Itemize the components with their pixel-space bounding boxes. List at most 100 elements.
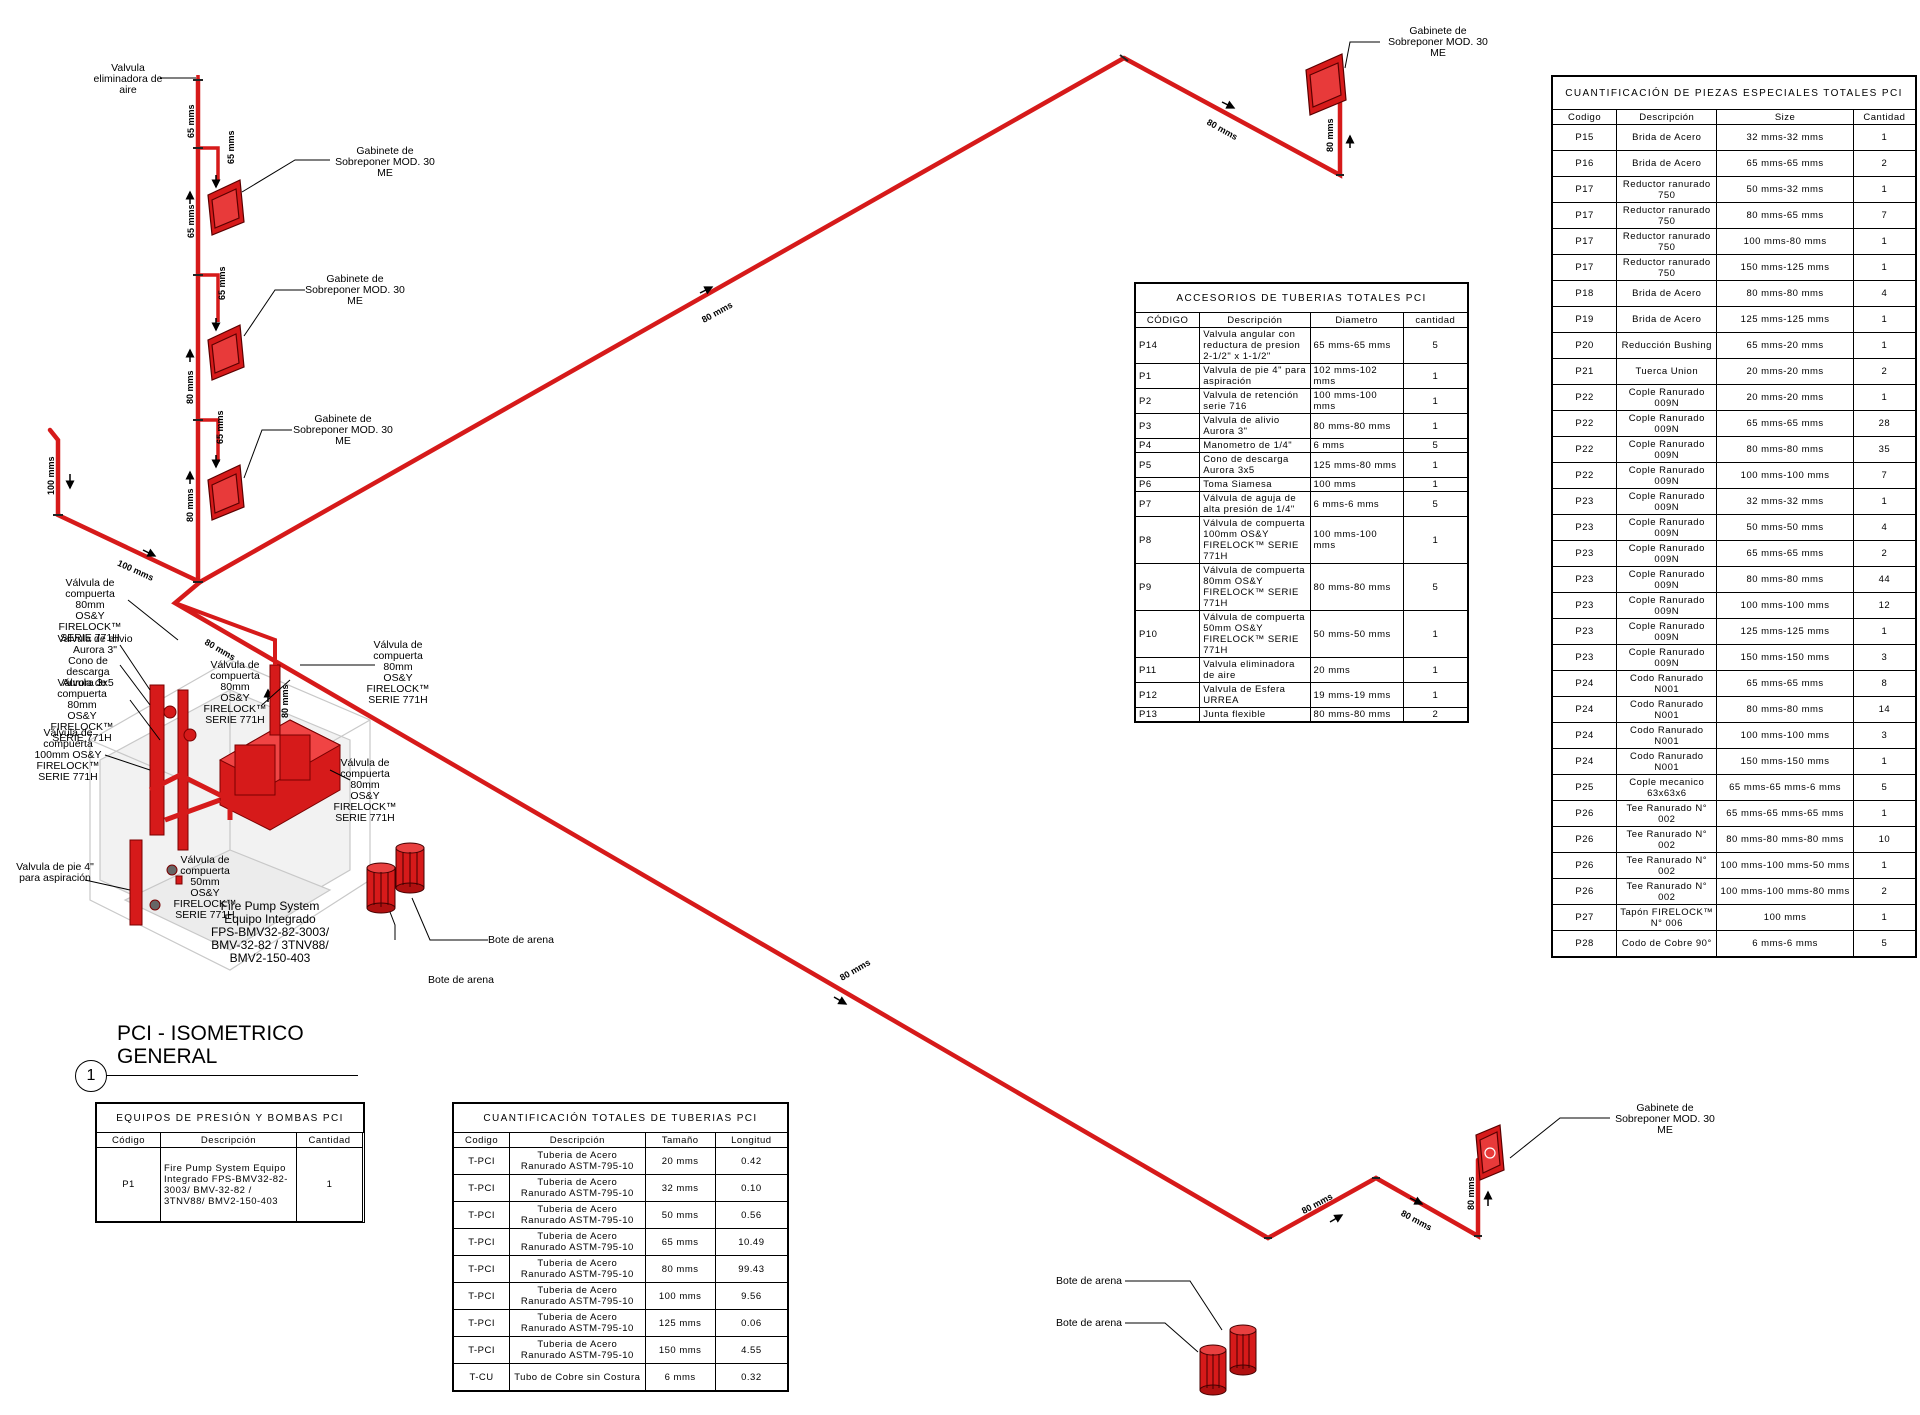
- table-cell: 1: [1852, 852, 1917, 879]
- table-cell: 20 mms: [644, 1147, 716, 1175]
- table-cell: Tuberia de Acero Ranurado ASTM-795-10: [509, 1147, 646, 1175]
- table-cell: 100 mms-100 mms: [1716, 592, 1854, 619]
- table-cell: T-PCI: [452, 1255, 511, 1283]
- table-cell: Cople mecanico 63x63x6: [1616, 774, 1718, 801]
- table-cell: 35: [1852, 436, 1917, 463]
- view-title: PCI - ISOMETRICO GENERAL: [117, 1022, 304, 1068]
- table-cell: 150 mms: [644, 1336, 716, 1364]
- table-cell: 4: [1852, 280, 1917, 307]
- table-cell: P23: [1551, 618, 1618, 645]
- table-cell: Codo de Cobre 90°: [1616, 930, 1718, 957]
- table-title: EQUIPOS DE PRESIÓN Y BOMBAS PCI: [96, 1103, 364, 1133]
- table-cell: 80 mms-80 mms: [1309, 707, 1404, 722]
- column-header: Cantidad: [1852, 109, 1917, 125]
- table-cell: Tuerca Union: [1616, 358, 1718, 385]
- column-header: Descripción: [509, 1132, 646, 1148]
- table-cell: P16: [1551, 150, 1618, 177]
- table-cell: 1: [1402, 413, 1469, 439]
- table-cell: 1: [1852, 124, 1917, 151]
- table-cell: 80 mms-80 mms-80 mms: [1716, 826, 1854, 853]
- column-header: Descripción: [1199, 312, 1311, 328]
- table-cell: Tee Ranurado N° 002: [1616, 800, 1718, 827]
- table-cell: Reductor ranurado 750: [1616, 228, 1718, 255]
- column-header: Código: [96, 1132, 161, 1148]
- table-cell: Cople Ranurado 009N: [1616, 384, 1718, 411]
- table-cell: 80 mms-80 mms: [1309, 413, 1404, 439]
- main-pipes: [47, 55, 1481, 1241]
- table-cell: 99.43: [714, 1255, 789, 1283]
- table-cell: P26: [1551, 852, 1618, 879]
- label-fire-pump: Fire Pump System Equipo Integrado FPS-BM…: [210, 899, 330, 965]
- dim-tag: 65 mms: [217, 266, 227, 300]
- table-cell: 80 mms-80 mms: [1716, 566, 1854, 593]
- table-cell: 0.10: [714, 1174, 789, 1202]
- table-cell: 100 mms: [644, 1282, 716, 1310]
- label-bote-arena-4: Bote de arena: [1056, 1317, 1122, 1329]
- table-cell: 100 mms-100 mms: [1309, 388, 1404, 414]
- table-cell: P7: [1134, 491, 1201, 517]
- table-cell: 80 mms-80 mms: [1716, 436, 1854, 463]
- pipe-fittings: [53, 54, 1482, 1239]
- table-cell: Tuberia de Acero Ranurado ASTM-795-10: [509, 1309, 646, 1337]
- table-cell: P23: [1551, 644, 1618, 671]
- table-cell: P17: [1551, 202, 1618, 229]
- table-cell: Brida de Acero: [1616, 124, 1718, 151]
- dim-tag: 65 mms: [186, 104, 196, 138]
- table-cell: P20: [1551, 332, 1618, 359]
- table-cell: P26: [1551, 878, 1618, 905]
- table-cell: P23: [1551, 540, 1618, 567]
- table-cell: 1: [1852, 488, 1917, 515]
- table-cell: 6 mms: [644, 1363, 716, 1391]
- table-cell: 150 mms-125 mms: [1716, 254, 1854, 281]
- table-cell: 80 mms-80 mms: [1716, 696, 1854, 723]
- table-cell: 2: [1852, 358, 1917, 385]
- table-cell: Cople Ranurado 009N: [1616, 488, 1718, 515]
- table-cell: Cople Ranurado 009N: [1616, 592, 1718, 619]
- table-cell: P24: [1551, 722, 1618, 749]
- label-gabinete-4: Gabinete de Sobreponer MOD. 30 ME: [1388, 25, 1488, 59]
- table-cell: Cople Ranurado 009N: [1616, 410, 1718, 437]
- label-bote-arena-3: Bote de arena: [1056, 1275, 1122, 1287]
- table-cell: 2: [1852, 540, 1917, 567]
- table-cell: T-PCI: [452, 1174, 511, 1202]
- table-cell: 20 mms-20 mms: [1716, 358, 1854, 385]
- leader-lines: [84, 41, 1610, 1353]
- table-cell: 100 mms-100 mms: [1716, 462, 1854, 489]
- table-cell: P28: [1551, 930, 1618, 957]
- cabinets: [207, 53, 1505, 1181]
- table-tuberias: CUANTIFICACIÓN TOTALES DE TUBERIAS PCI C…: [452, 1102, 789, 1392]
- table-cell: 1: [1402, 610, 1469, 658]
- table-cell: 7: [1852, 462, 1917, 489]
- table-cell: Tee Ranurado N° 002: [1616, 878, 1718, 905]
- table-cell: 65 mms-65 mms: [1716, 540, 1854, 567]
- table-cell: Cople Ranurado 009N: [1616, 618, 1718, 645]
- table-cell: T-CU: [452, 1363, 511, 1391]
- column-header: Descripción: [1616, 109, 1718, 125]
- table-cell: 1: [1402, 477, 1469, 492]
- flow-arrows: [65, 100, 1493, 1223]
- dim-tag: 80 mms: [185, 488, 195, 522]
- label-bote-arena-2: Bote de arena: [428, 974, 494, 986]
- table-cell: P1: [96, 1147, 161, 1222]
- table-cell: Fire Pump System Equipo Integrado FPS-BM…: [160, 1147, 297, 1222]
- sand-buckets: [366, 842, 1257, 1396]
- table-cell: T-PCI: [452, 1201, 511, 1229]
- table-cell: T-PCI: [452, 1228, 511, 1256]
